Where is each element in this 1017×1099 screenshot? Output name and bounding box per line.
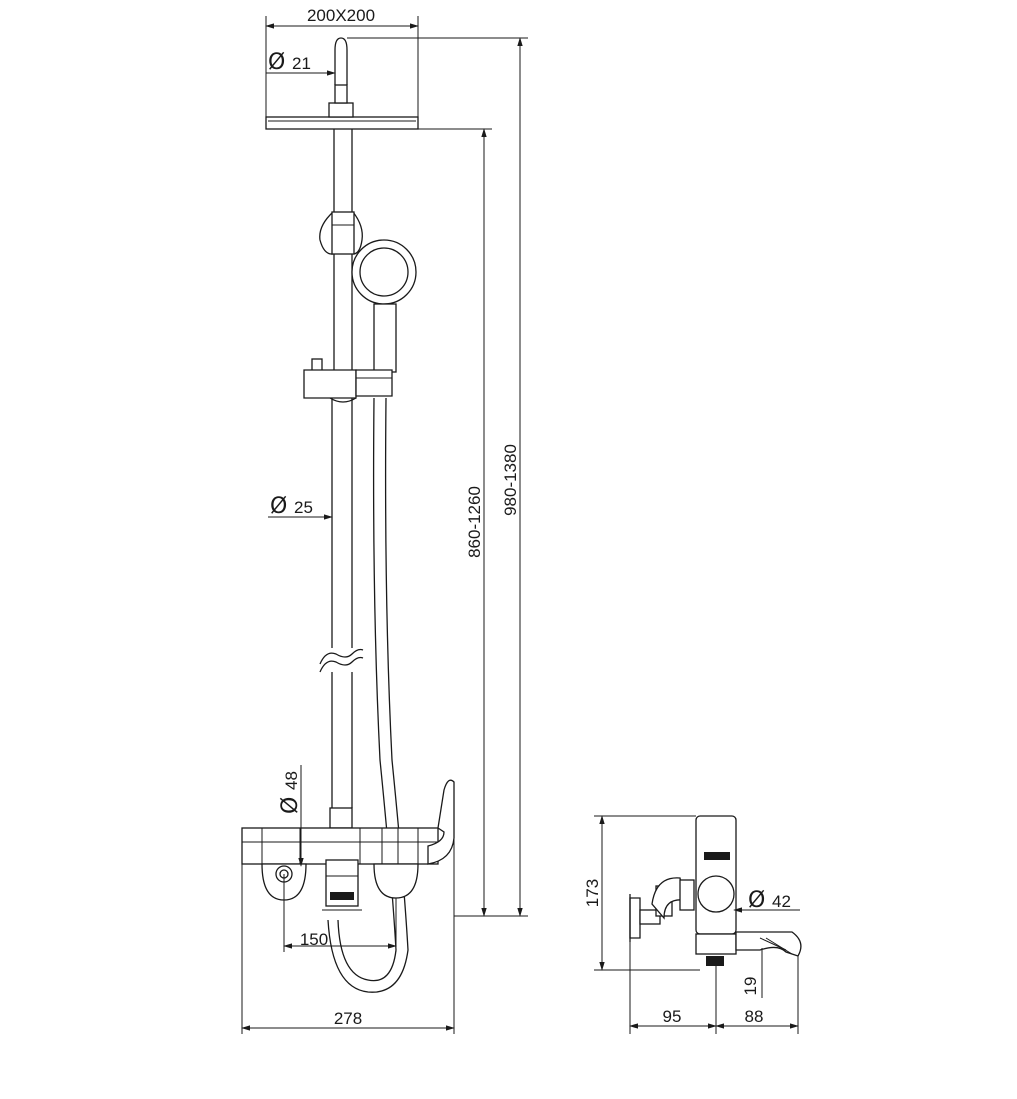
dim-rail-diameter: 25	[294, 498, 313, 517]
front-dimensions: 200X200 Ø 21 Ø 25 Ø 48 150 278 860-1260 …	[241, 6, 528, 1034]
dim-mixer-diameter: 48	[282, 771, 301, 790]
slider-holder	[303, 358, 393, 403]
dim-side-depth-1: 95	[663, 1007, 682, 1026]
mixer-body	[241, 779, 455, 865]
side-spout	[735, 931, 802, 957]
dim-spout-size: 19	[741, 977, 760, 996]
mixer-handle	[427, 779, 455, 865]
dim-mixer-diameter-symbol: Ø	[278, 797, 303, 814]
side-mixer-body	[695, 815, 737, 966]
dim-arm-diameter-symbol: Ø	[268, 50, 285, 75]
hand-shower	[351, 239, 417, 373]
dim-side-depth-2: 88	[745, 1007, 764, 1026]
side-view	[629, 815, 802, 966]
upper-wall-bracket	[319, 211, 363, 255]
head-connector	[328, 102, 354, 118]
dim-head-size: 200X200	[307, 6, 375, 25]
dim-rail-height: 860-1260	[465, 486, 484, 558]
dim-rail-diameter-symbol: Ø	[270, 494, 287, 519]
dim-total-width: 278	[334, 1009, 362, 1028]
dim-side-diameter-symbol: Ø	[748, 888, 765, 913]
dim-side-diameter: 42	[772, 892, 791, 911]
front-view	[241, 37, 455, 993]
outlet-nut	[322, 859, 362, 911]
side-dimensions: 173 Ø 42 19 95 88	[583, 815, 800, 1034]
dim-spacing: 150	[300, 930, 328, 949]
dim-side-height: 173	[583, 879, 602, 907]
dim-total-height: 980-1380	[501, 444, 520, 516]
shower-head-plate	[265, 116, 419, 130]
rail-break-symbol	[319, 648, 364, 665]
dim-arm-diameter: 21	[292, 54, 311, 73]
shower-arm	[334, 37, 348, 85]
